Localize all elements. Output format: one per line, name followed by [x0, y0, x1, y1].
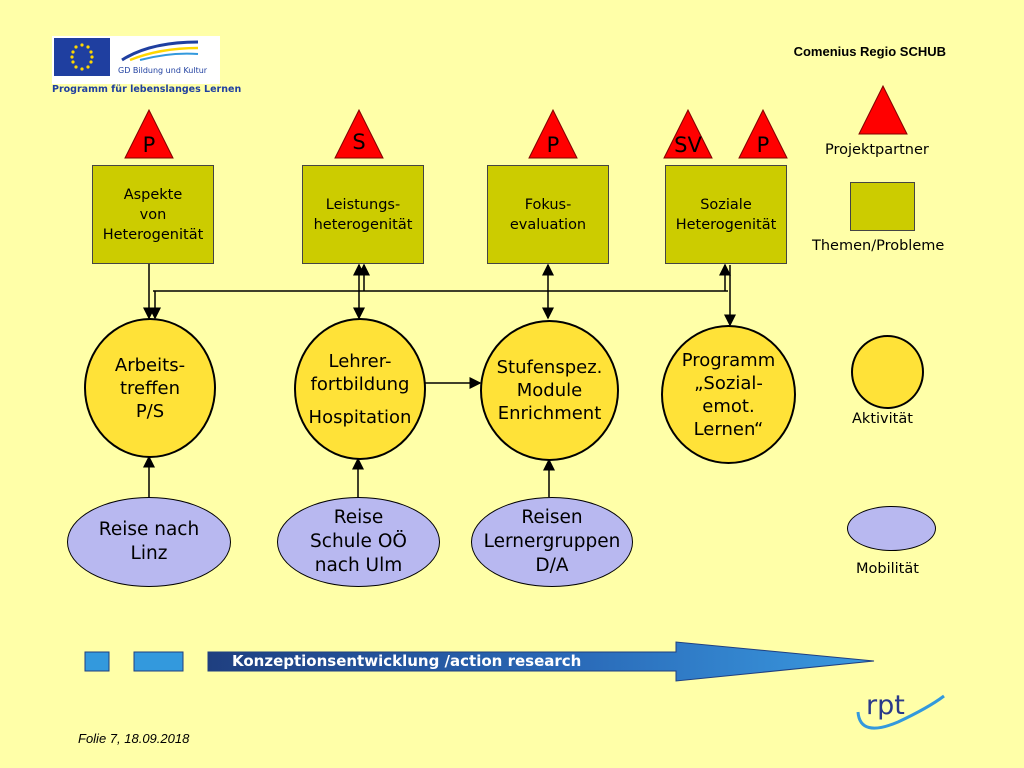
legend-mobility-label: Mobilität: [856, 561, 919, 577]
rpt-swoosh: [856, 694, 945, 730]
triangle-label-2: S: [352, 130, 366, 154]
activity-arbeitstreffen: Arbeits- treffen P/S: [84, 318, 216, 458]
triangle-partner-3: [528, 108, 578, 159]
legend-activity-label: Aktivität: [852, 411, 913, 427]
activity-stufenspez: Stufenspez. Module Enrichment: [480, 320, 619, 461]
activity-lehrerfortbildung: Lehrer- fortbildung Hospitation: [294, 318, 426, 460]
triangle-partner-1: [124, 108, 174, 159]
triangle-partner-4: [663, 108, 713, 159]
progress-square-2: [133, 651, 184, 672]
triangle-label-3: P: [546, 133, 560, 157]
legend-themes-label: Themen/Probleme: [812, 238, 945, 254]
theme-box-soziale: Soziale Heterogenität: [665, 165, 787, 264]
legend-partner-label: Projektpartner: [825, 142, 929, 158]
triangle-label-1: P: [142, 133, 156, 157]
theme-box-aspekte: Aspekte von Heterogenität: [92, 165, 214, 264]
legend-activity-circle: [851, 335, 924, 409]
mobility-ulm: Reise Schule OÖ nach Ulm: [277, 497, 440, 587]
theme-box-leistung: Leistungs- heterogenität: [302, 165, 424, 264]
activity-lehrerfortbildung-label: Lehrer- fortbildung: [310, 350, 410, 395]
eu-flag-icon: [54, 38, 110, 76]
activity-hospitation-label: Hospitation: [308, 406, 412, 428]
triangle-partner-5: [738, 108, 788, 159]
logo-programm-text: Programm für lebenslanges Lernen: [52, 84, 242, 95]
legend-mobility-ellipse: [847, 506, 936, 551]
project-title: Comenius Regio SCHUB: [793, 44, 946, 59]
legend-triangle: [858, 84, 908, 135]
activity-programm: Programm „Sozial- emot. Lernen“: [661, 325, 796, 464]
triangle-partner-2: [334, 108, 384, 159]
progress-arrow-label: Konzeptionsentwicklung /action research: [232, 652, 582, 670]
triangle-label-4: SV: [674, 133, 702, 157]
triangle-label-5: P: [756, 133, 770, 157]
logo-gd-text: GD Bildung und Kultur: [118, 66, 208, 75]
mobility-da: Reisen Lernergruppen D/A: [471, 497, 633, 587]
theme-box-fokus: Fokus- evaluation: [487, 165, 609, 264]
rpt-logo-text: rpt: [866, 690, 905, 721]
connector-lines: [143, 263, 736, 497]
progress-arrow: [207, 641, 875, 682]
legend-theme-box: [850, 182, 915, 231]
gd-logo-icon: [120, 38, 200, 68]
slide-footer: Folie 7, 18.09.2018: [78, 731, 190, 746]
progress-square-1: [84, 651, 110, 672]
mobility-linz: Reise nach Linz: [67, 497, 231, 587]
